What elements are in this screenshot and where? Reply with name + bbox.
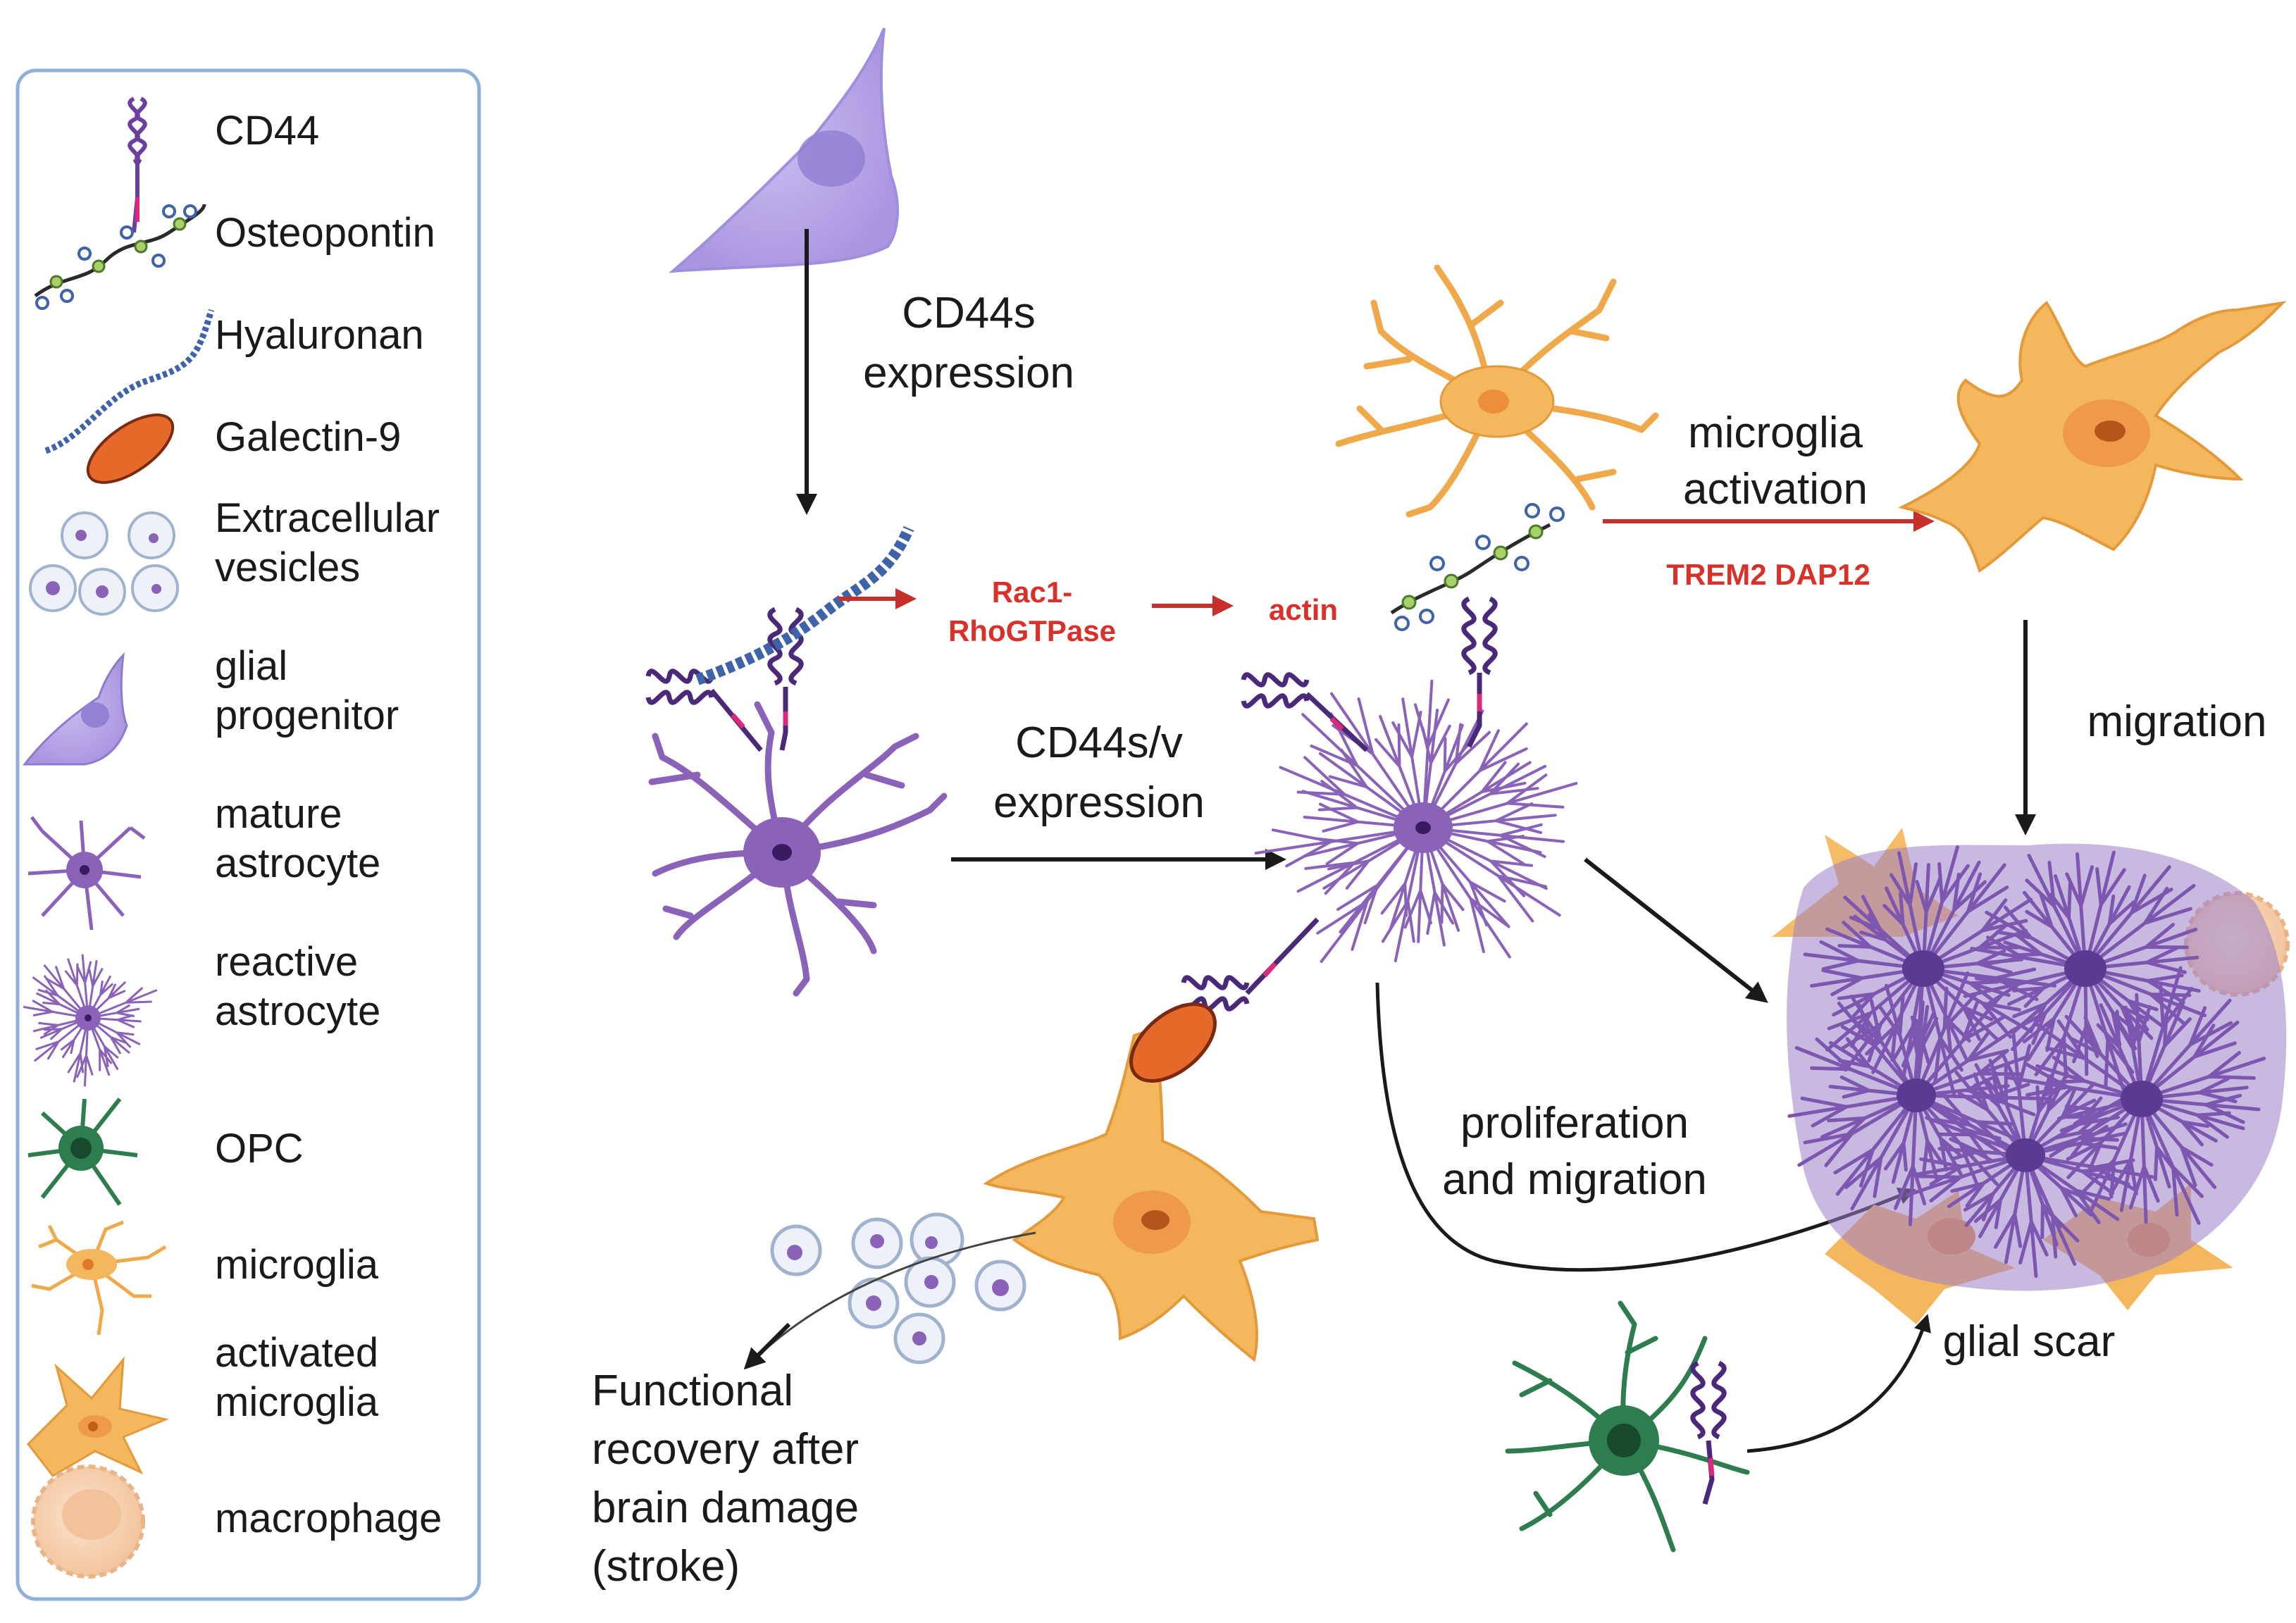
cd44s-expression-label: CD44s expression (863, 289, 1074, 397)
legend-label-macrophage: macrophage (215, 1495, 442, 1541)
legend-label-microglia-line-0: microglia (215, 1242, 379, 1288)
legend-label-activated-microglia-line-1: microglia (215, 1379, 379, 1425)
cd44-on-opc (1690, 1360, 1727, 1505)
microglia-activation-label-line-1: activation (1683, 465, 1868, 514)
osteopontin-chain (1390, 503, 1565, 631)
arrow-reactive-to-scar (1584, 857, 1768, 1003)
galectin9 (1129, 1002, 1217, 1083)
glial-scar-label-line-0: glial scar (1943, 1317, 2116, 1366)
rac1-label-line-1: RhoGTPase (948, 614, 1116, 647)
proliferation-label-line-1: and migration (1442, 1155, 1707, 1204)
actin-label: actin (1269, 593, 1338, 626)
cd44-legend-icon (128, 97, 147, 233)
cd44sv-expression-label-line-0: CD44s/v (1015, 719, 1183, 767)
legend-label-mature-astrocyte-line-1: astrocyte (215, 840, 380, 886)
legend-label-glial-progenitor-line-0: glial (215, 643, 287, 689)
glial-scar (1772, 828, 2290, 1324)
activated-microglia-cell (1898, 301, 2287, 573)
functional-recovery-label: Functional recovery after brain damage (str… (592, 1367, 859, 1591)
glial-progenitor-legend-icon (22, 652, 128, 766)
extracellular-vesicles (770, 1212, 1026, 1364)
legend-label-hyaluronan-line-0: Hyaluronan (215, 312, 424, 358)
cd44sv-expression-label-line-1: expression (993, 778, 1205, 827)
legend-labels: CD44OsteopontinHyaluronanGalectin-9Extra… (215, 108, 442, 1541)
glial-scar-label: glial scar (1943, 1317, 2116, 1366)
arrow-opc-to-scar (1746, 1314, 1931, 1453)
trem2-dap12-label: TREM2 DAP12 (1666, 558, 1870, 591)
proliferation-label-line-0: proliferation (1460, 1099, 1689, 1148)
legend-label-osteopontin: Osteopontin (215, 210, 435, 256)
mature-astrocyte-legend-icon (27, 816, 146, 931)
hyaluronan-chain (695, 526, 914, 685)
functional-recovery-label-line-2: brain damage (592, 1484, 859, 1532)
proliferation-label: proliferation and migration (1442, 1099, 1707, 1204)
cd44sv-expression-label: CD44s/v expression (993, 719, 1205, 827)
legend-label-macrophage-line-0: macrophage (215, 1495, 442, 1541)
legend-label-galectin9-line-0: Galectin-9 (215, 414, 401, 460)
arrow-proliferation (1375, 982, 1916, 1272)
functional-recovery-label-line-0: Functional (592, 1367, 793, 1415)
rac1-label: Rac1- RhoGTPase (948, 576, 1116, 647)
legend-label-ev-line-1: vesicles (215, 545, 360, 590)
cd44-on-reactive-astrocyte (1181, 596, 1498, 1012)
legend-label-microglia: microglia (215, 1242, 379, 1288)
cd44-on-mature-astrocyte (645, 607, 804, 752)
functional-recovery-label-line-1: recovery after (592, 1425, 859, 1474)
migration-label: migration (2087, 697, 2267, 746)
arrow-to-recovery (743, 1322, 791, 1370)
microglia-activation-label: microglia activation (1683, 409, 1868, 514)
legend-label-cd44-line-0: CD44 (215, 108, 319, 154)
opc-legend-icon (27, 1097, 138, 1206)
functional-recovery-label-line-3: (stroke) (592, 1542, 740, 1591)
cd44s-expression-label-line-0: CD44s (902, 289, 1036, 337)
trem2-dap12-label-line-0: TREM2 DAP12 (1666, 558, 1870, 591)
galectin-microglia-cell (983, 1026, 1320, 1362)
legend-label-reactive-astrocyte-line-1: astrocyte (215, 988, 380, 1034)
legend-label-opc-line-0: OPC (215, 1126, 304, 1171)
cd44s-expression-label-line-1: expression (863, 349, 1074, 397)
legend-label-ev-line-0: Extracellular (215, 495, 440, 541)
macrophage-legend-icon (31, 1465, 145, 1579)
legend-label-cd44: CD44 (215, 108, 319, 154)
reactive-astrocyte-legend-icon (23, 954, 158, 1087)
hyaluronan-legend-icon (44, 309, 215, 454)
legend-label-opc: OPC (215, 1126, 304, 1171)
legend-label-galectin9: Galectin-9 (215, 414, 401, 460)
glial-progenitor-cell (669, 27, 899, 273)
legend-label-hyaluronan: Hyaluronan (215, 312, 424, 358)
microglia-activation-label-line-0: microglia (1688, 409, 1863, 457)
migration-label-line-0: migration (2087, 697, 2267, 746)
legend-label-mature-astrocyte-line-0: mature (215, 791, 342, 837)
legend-label-reactive-astrocyte-line-0: reactive (215, 939, 358, 985)
microglia-legend-icon (31, 1220, 167, 1336)
osteopontin-legend-icon (34, 204, 206, 310)
rac1-label-line-0: Rac1- (992, 576, 1072, 609)
actin-label-line-0: actin (1269, 593, 1338, 626)
galectin9-legend-icon (86, 413, 175, 484)
legend-label-osteopontin-line-0: Osteopontin (215, 210, 435, 256)
legend-label-glial-progenitor-line-1: progenitor (215, 692, 399, 738)
legend-label-activated-microglia-line-0: activated (215, 1330, 378, 1376)
